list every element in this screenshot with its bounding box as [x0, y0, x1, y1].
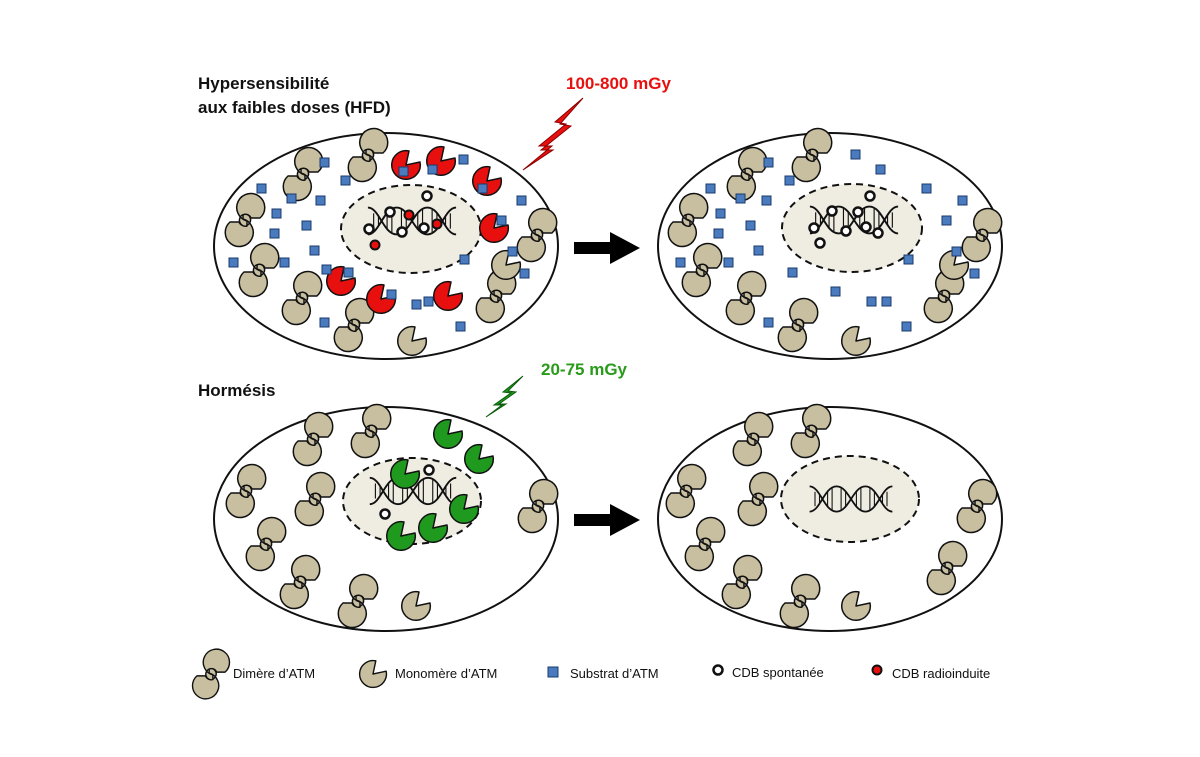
hfd-title-line2: aux faibles doses (HFD)	[198, 98, 391, 117]
spontaneous-dsb-group	[379, 464, 435, 520]
transition-arrow-icon	[574, 504, 640, 536]
legend-radioinduced-dsb-label: CDB radioinduite	[892, 666, 990, 681]
legend-spontaneous-dsb-label: CDB spontanée	[732, 665, 824, 680]
atm-substrates	[228, 154, 530, 332]
legend-dimer-icon	[191, 648, 231, 700]
legend-radioinduced-dsb-icon	[871, 664, 883, 676]
legend-spontaneous-dsb-icon	[712, 664, 724, 676]
hfd-title-line1: Hypersensibilité	[198, 74, 329, 93]
transition-arrow-icon	[574, 232, 640, 264]
hfd-cell-irradiated	[213, 127, 559, 360]
hfd-cell-after	[657, 127, 1003, 360]
hormesis-cell-after	[657, 403, 1003, 632]
hormesis-title: Hormésis	[198, 381, 275, 400]
hfd-dose-label: 100-800 mGy	[566, 74, 671, 93]
legend: Dimère d’ATM Monomère d’ATM Substrat d’A…	[191, 648, 990, 700]
hfd-panel: Hypersensibilité aux faibles doses (HFD)…	[198, 74, 1003, 360]
hormesis-dose-label: 20-75 mGy	[541, 360, 628, 379]
radioinduced-dsb-group	[369, 209, 443, 251]
nucleus	[781, 183, 923, 273]
radiation-bolt-green-icon	[485, 375, 524, 418]
hormesis-cell-irradiated	[213, 403, 559, 632]
spontaneous-dsb-group	[363, 190, 433, 238]
legend-dimer-label: Dimère d’ATM	[233, 666, 315, 681]
radiation-bolt-red-icon	[522, 97, 584, 171]
legend-monomer-label: Monomère d’ATM	[395, 666, 497, 681]
legend-monomer-icon	[358, 659, 388, 689]
legend-substrate-icon	[547, 666, 559, 678]
hormesis-panel: Hormésis 20-75 mGy	[198, 360, 1003, 632]
legend-substrate-label: Substrat d’ATM	[570, 666, 659, 681]
atm-substrates	[675, 149, 980, 332]
spontaneous-dsb-group	[808, 190, 884, 249]
